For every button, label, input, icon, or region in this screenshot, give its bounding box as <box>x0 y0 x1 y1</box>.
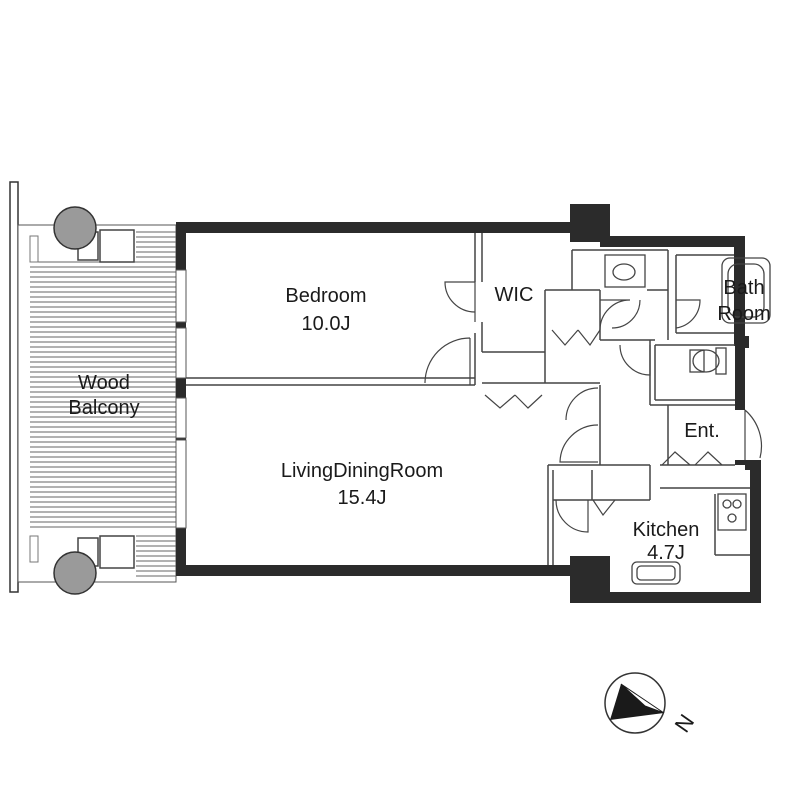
washbasin <box>604 254 646 288</box>
wic-name: WIC <box>495 284 534 306</box>
entrance-name: Ent. <box>684 420 720 442</box>
bath-name-line2: Room <box>717 303 770 325</box>
bedroom-size: 10.0J <box>302 313 351 335</box>
ldr-name: LivingDiningRoom <box>281 460 443 482</box>
ldr-size: 15.4J <box>338 487 387 509</box>
column-top <box>53 206 97 250</box>
wood-balcony <box>9 181 177 593</box>
kitchen-name: Kitchen <box>633 519 700 541</box>
interior-walls <box>186 233 750 565</box>
toilet <box>689 347 727 375</box>
balcony-name-line2: Balcony <box>68 397 139 419</box>
balcony-name-line1: Wood <box>78 372 130 394</box>
bedroom-name: Bedroom <box>285 285 366 307</box>
compass: N <box>604 672 700 737</box>
column-bottom <box>53 551 97 595</box>
fixtures <box>604 254 771 585</box>
doors <box>424 281 763 533</box>
bathtub <box>721 257 771 324</box>
north-arrow-icon <box>610 684 664 720</box>
stove <box>717 493 747 531</box>
room-labels: Bedroom 10.0J WIC Bath Room Wood Balcony… <box>68 277 770 564</box>
kitchen-size: 4.7J <box>647 542 685 564</box>
balcony-windows <box>175 269 187 529</box>
compass-letter: N <box>670 710 700 737</box>
bath-name-line1: Bath <box>723 277 764 299</box>
kitchen-sink <box>631 561 681 585</box>
